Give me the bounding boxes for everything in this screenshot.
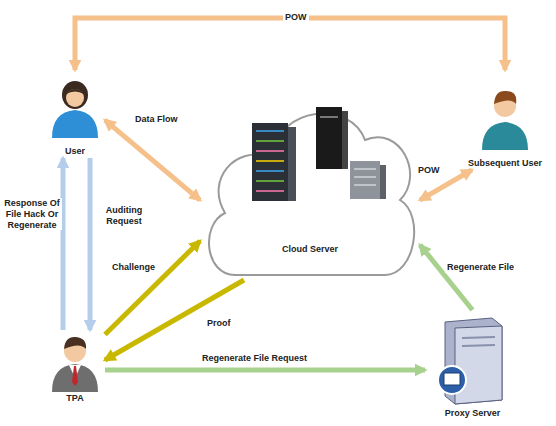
flow-arrow (75, 18, 505, 70)
tpa-actor: TPA (45, 330, 105, 405)
node-label: User (65, 146, 85, 156)
node-label: Proxy Server (445, 408, 501, 418)
flow-arrow (105, 367, 425, 372)
user-actor: User (45, 70, 105, 158)
flow-label: Regenerate File Request (200, 353, 309, 364)
flow-label: Challenge (110, 262, 157, 273)
tpa-icon (52, 337, 98, 392)
flow-label: Proof (205, 318, 233, 329)
flow-label: Auditing Request (96, 205, 152, 227)
flow-label: POW (416, 165, 442, 176)
flow-arrow (105, 120, 200, 200)
flow-arrow (61, 158, 66, 330)
node-label: Cloud Server (282, 244, 338, 254)
node-label: Subsequent User (468, 158, 542, 168)
node-label: TPA (66, 393, 83, 403)
flow-arrow (105, 280, 244, 360)
cloud-server: Cloud Server (200, 85, 420, 280)
flow-label: Response Of File Hack Or Regenerate (2, 198, 62, 230)
flow-label: POW (283, 12, 309, 23)
user-icon (52, 81, 98, 138)
flow-arrow (105, 241, 200, 335)
subsequent-user-actor: Subsequent User (464, 70, 547, 170)
subsequent-user-icon (482, 91, 528, 150)
flow-arrow (420, 245, 473, 310)
server-racks (252, 107, 386, 201)
proxy-server: Proxy Server (425, 310, 520, 420)
flow-label: Regenerate File (445, 262, 516, 273)
flow-arrow (88, 158, 93, 330)
proxy-server-icon (438, 318, 502, 404)
flow-label: Data Flow (133, 114, 180, 125)
